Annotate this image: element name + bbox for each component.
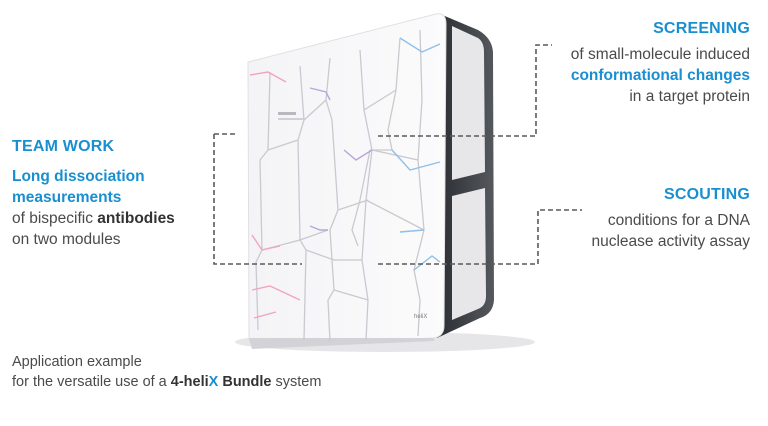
team-work-antibodies: antibodies: [97, 210, 175, 227]
caption-line2-suffix: system: [271, 374, 322, 390]
blue-accent-lines: [391, 37, 441, 271]
side-panel-top: [452, 26, 485, 180]
team-work-line4: on two modules: [12, 231, 121, 248]
screening-callout: SCREENING of small-molecule induced conf…: [490, 20, 750, 107]
scouting-leader: [378, 209, 582, 265]
caption-line2: for the versatile use of a 4-heliX Bundl…: [12, 372, 432, 392]
caption-line1: Application example: [12, 354, 142, 370]
caption-brand-x: X: [208, 374, 219, 390]
caption-brand-part2: Bundle: [218, 374, 272, 390]
caption-brand: 4-heliX Bundle: [171, 374, 272, 390]
caption: Application example for the versatile us…: [12, 352, 432, 392]
scouting-line1: conditions for a DNA: [607, 212, 750, 229]
purple-accent-lines: [309, 87, 373, 231]
scouting-title: SCOUTING: [663, 186, 750, 203]
side-panel-bottom: [452, 188, 486, 320]
screening-highlight: conformational changes: [570, 67, 750, 84]
caption-line2-prefix: for the versatile use of a: [12, 374, 171, 390]
screening-line1: of small-molecule induced: [570, 46, 750, 63]
screening-leader: [378, 44, 552, 137]
team-work-line3-prefix: of bispecific: [12, 210, 98, 227]
team-work-title: TEAM WORK: [12, 138, 115, 155]
team-work-highlight1: Long dissociation: [12, 168, 145, 185]
pink-accent-lines: [249, 71, 301, 319]
team-work-highlight2: measurements: [12, 189, 122, 206]
team-work-leader: [213, 134, 302, 265]
device-badge: heliX: [414, 314, 427, 320]
team-work-callout: TEAM WORK Long dissociation measurements…: [12, 138, 232, 250]
scouting-line2: nuclease activity assay: [591, 233, 750, 250]
team-work-line3: of bispecific antibodies: [12, 208, 232, 229]
leader-lines: [213, 44, 582, 265]
screening-line3: in a target protein: [629, 88, 750, 105]
device-logo-mark: [278, 112, 306, 120]
scouting-callout: SCOUTING conditions for a DNA nuclease a…: [510, 186, 750, 252]
front-panel: [247, 13, 447, 347]
caption-brand-part1: 4-heli: [170, 374, 209, 390]
front-bottom-edge: [249, 338, 434, 349]
screening-title: SCREENING: [653, 20, 750, 37]
